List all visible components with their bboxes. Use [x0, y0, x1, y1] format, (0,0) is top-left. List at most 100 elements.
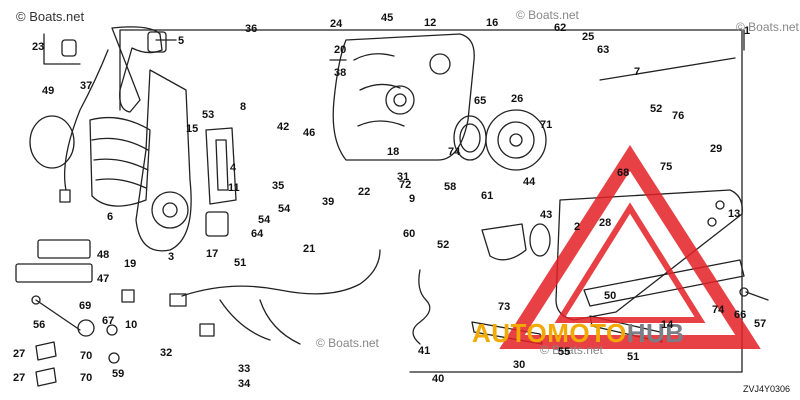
callout-11: 11: [228, 182, 240, 194]
callout-71: 71: [540, 119, 553, 131]
callout-1: 1: [744, 25, 751, 37]
callout-6: 6: [107, 211, 114, 223]
callout-65: 65: [474, 95, 487, 107]
callout-72: 72: [399, 179, 412, 191]
watermark-repeat: © Boats.net: [516, 8, 579, 22]
wire-harness: [181, 249, 381, 345]
lever-handle: [111, 26, 163, 113]
bellows-cover: [89, 116, 151, 207]
callout-74a: 74: [448, 146, 461, 158]
callout-63: 63: [597, 44, 610, 56]
label-card: [15, 263, 93, 283]
callout-2: 2: [574, 221, 581, 233]
clip: [35, 341, 57, 361]
callout-14: 14: [661, 319, 674, 331]
callout-50: 50: [604, 290, 617, 302]
rotor-disc: [485, 109, 547, 171]
callout-51a: 51: [234, 257, 247, 269]
callout-76: 76: [672, 110, 685, 122]
callout-23: 23: [32, 41, 45, 53]
assembly-bracket-outline: [119, 29, 743, 373]
label-card: [37, 239, 91, 259]
callout-53: 53: [202, 109, 215, 121]
callout-29: 29: [710, 143, 723, 155]
callout-52a: 52: [650, 103, 663, 115]
callout-10: 10: [125, 319, 138, 331]
callout-54b: 54: [258, 214, 271, 226]
callout-13: 13: [728, 208, 741, 220]
callout-36: 36: [245, 23, 258, 35]
callout-19: 19: [124, 258, 137, 270]
callout-7: 7: [634, 66, 641, 78]
callout-41: 41: [418, 345, 431, 357]
callout-75: 75: [660, 161, 673, 173]
callout-70b: 70: [80, 372, 93, 384]
callout-42: 42: [277, 121, 290, 133]
callout-37: 37: [80, 80, 93, 92]
callout-16: 16: [486, 17, 499, 29]
callout-26: 26: [511, 93, 524, 105]
diagram-code: ZVJ4Y0306: [742, 384, 790, 394]
callout-4: 4: [230, 162, 237, 174]
callout-18: 18: [387, 146, 400, 158]
callout-73: 73: [498, 301, 511, 313]
lever-arm: [135, 69, 192, 252]
callout-33: 33: [238, 363, 251, 375]
callout-8: 8: [240, 101, 247, 113]
callout-56: 56: [33, 319, 46, 331]
switch-block: [205, 211, 229, 237]
callout-51b: 51: [627, 351, 640, 363]
callout-74b: 74: [712, 304, 725, 316]
watermark: © Boats.net: [16, 9, 85, 24]
callout-48: 48: [97, 249, 110, 261]
callout-60: 60: [403, 228, 416, 240]
bolt: [35, 299, 81, 331]
callout-57: 57: [754, 318, 767, 330]
callout-21: 21: [303, 243, 316, 255]
callout-49: 49: [42, 85, 55, 97]
callout-40: 40: [432, 373, 445, 385]
callout-58: 58: [444, 181, 457, 193]
callout-9: 9: [409, 193, 416, 205]
callout-43: 43: [540, 209, 553, 221]
callout-22: 22: [358, 186, 371, 198]
link-arm: [583, 259, 745, 307]
callout-46: 46: [303, 127, 316, 139]
bracket: [205, 127, 237, 205]
callout-15: 15: [186, 123, 199, 135]
callout-17: 17: [206, 248, 219, 260]
callout-61: 61: [481, 190, 494, 202]
callout-34: 34: [238, 378, 251, 390]
cord-cable: [412, 269, 431, 345]
main-casing: [332, 33, 475, 161]
callout-67: 67: [102, 315, 115, 327]
callout-27b: 27: [13, 372, 26, 384]
watermark-repeat: © Boats.net: [316, 336, 379, 350]
callout-68: 68: [617, 167, 630, 179]
overlay-logo: [499, 145, 761, 349]
callout-25: 25: [582, 31, 595, 43]
overlay-brand-part1: AUTOMOTO: [472, 318, 627, 348]
callout-27a: 27: [13, 348, 26, 360]
callout-64: 64: [251, 228, 264, 240]
callout-69: 69: [79, 300, 92, 312]
callout-31: 31: [397, 171, 410, 183]
watermark-repeat: © Boats.net: [540, 343, 603, 357]
callout-70a: 70: [80, 350, 93, 362]
watermark-repeat: © Boats.net: [736, 20, 799, 34]
callout-35: 35: [272, 180, 285, 192]
callout-30: 30: [513, 359, 526, 371]
callout-45: 45: [381, 12, 394, 24]
callout-59: 59: [112, 368, 125, 380]
callout-28: 28: [599, 217, 612, 229]
callout-38: 38: [334, 67, 347, 79]
callout-39: 39: [322, 196, 335, 208]
callout-3: 3: [168, 251, 175, 263]
callout-32: 32: [160, 347, 173, 359]
callout-62: 62: [554, 22, 567, 34]
overlay-brand: AUTOMOTOHUB: [472, 318, 685, 349]
callout-52b: 52: [437, 239, 450, 251]
callout-12: 12: [424, 17, 437, 29]
